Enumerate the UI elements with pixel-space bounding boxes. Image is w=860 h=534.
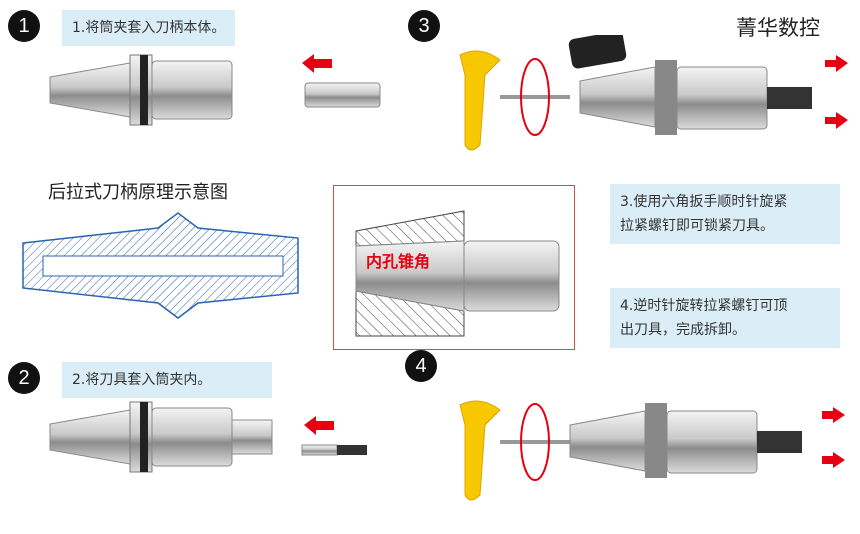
step-4-badge: 4 — [405, 350, 437, 382]
cutting-tool-step-2 — [301, 444, 367, 456]
step-4-illustration — [459, 400, 845, 501]
step-4-note-line-1: 4.逆时针旋转拉紧螺钉可顶 — [620, 298, 788, 314]
insert-arrow-step-2 — [304, 416, 334, 435]
taper-detail-box: 内孔锥角 — [333, 185, 575, 350]
taper-label: 内孔锥角 — [366, 252, 431, 271]
step-4-note: 4.逆时针旋转拉紧螺钉可顶 出刀具，完成拆卸。 — [610, 288, 840, 348]
step-1-note: 1.将筒夹套入刀柄本体。 — [62, 10, 236, 46]
brand-name: 菁华数控 — [736, 16, 820, 40]
tool-holder-step-2 — [49, 401, 273, 473]
step-4-note-line-2: 出刀具，完成拆卸。 — [620, 322, 746, 338]
taper-detail-illustration — [355, 210, 560, 337]
tool-holder-step-1 — [49, 54, 233, 126]
step-2-note: 2.将刀具套入筒夹内。 — [62, 362, 272, 398]
step-3-note-line-1: 3.使用六角扳手顺时针旋紧 — [620, 194, 788, 210]
cross-section-diagram — [22, 212, 299, 319]
step-3-note-line-2: 拉紧螺钉即可锁紧刀具。 — [620, 218, 774, 234]
step-2-badge: 2 — [8, 362, 40, 394]
step-3-badge: 3 — [408, 10, 440, 42]
diagram-title: 后拉式刀柄原理示意图 — [48, 182, 228, 203]
insert-arrow-step-1 — [302, 54, 332, 73]
step-3-illustration — [459, 35, 848, 151]
step-1-badge: 1 — [8, 10, 40, 42]
step-3-note: 3.使用六角扳手顺时针旋紧 拉紧螺钉即可锁紧刀具。 — [610, 184, 840, 244]
collet-step-1 — [304, 82, 381, 108]
